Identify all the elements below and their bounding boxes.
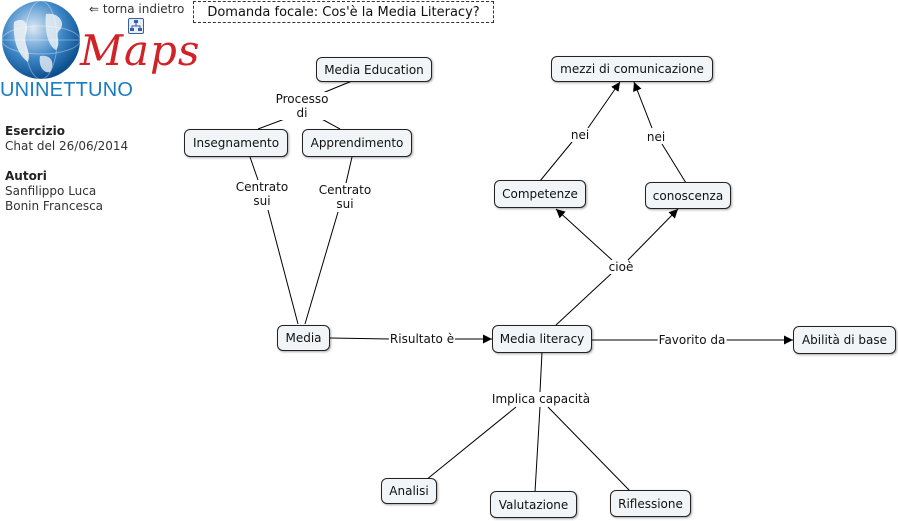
concept-conoscenza[interactable]: conoscenza xyxy=(645,182,731,209)
concept-valutazione[interactable]: Valutazione xyxy=(490,491,577,518)
concept-riflessione[interactable]: Riflessione xyxy=(610,490,691,517)
concept-apprendimento[interactable]: Apprendimento xyxy=(302,129,412,157)
concept-media[interactable]: Media xyxy=(277,325,330,351)
author-1: Sanfilippo Luca xyxy=(5,184,97,198)
logo-maps-text: Maps xyxy=(80,26,201,75)
link-processo-di: Processo di xyxy=(274,92,330,120)
link-implica-capacita: Implica capacità xyxy=(490,392,592,406)
link-nei-1: nei xyxy=(569,128,591,142)
logo-uninettuno-text: UNINETTUNO xyxy=(0,79,134,101)
concept-abilita-di-base[interactable]: Abilità di base xyxy=(793,326,896,354)
back-link[interactable]: ⇐ torna indietro xyxy=(89,2,185,16)
link-centrato-sui-1: Centrato sui xyxy=(234,180,290,208)
link-favorito-da: Favorito da xyxy=(657,333,727,347)
authors-block: Autori Sanfilippo Luca Bonin Francesca xyxy=(5,169,103,214)
globe-logo-icon xyxy=(1,0,81,80)
concept-mezzi-di-comunicazione[interactable]: mezzi di comunicazione xyxy=(551,56,713,82)
link-centrato-sui-2: Centrato sui xyxy=(317,183,373,211)
exercise-value: Chat del 26/06/2014 xyxy=(5,139,129,153)
concept-analisi[interactable]: Analisi xyxy=(381,478,437,504)
link-cioe: cioè xyxy=(607,260,635,274)
exercise-block: Esercizio Chat del 26/06/2014 xyxy=(5,124,128,154)
concept-competenze[interactable]: Competenze xyxy=(494,180,586,208)
sitemap-icon[interactable] xyxy=(128,18,144,34)
link-risultato: Risultato è xyxy=(388,332,456,346)
link-nei-2: nei xyxy=(645,130,667,144)
authors-title: Autori xyxy=(5,169,47,183)
author-2: Bonin Francesca xyxy=(5,199,104,213)
concept-media-education[interactable]: Media Education xyxy=(316,57,432,82)
focal-question: Domanda focale: Cos'è la Media Literacy? xyxy=(193,1,494,23)
concept-media-literacy[interactable]: Media literacy xyxy=(492,325,592,353)
exercise-title: Esercizio xyxy=(5,124,65,138)
concept-insegnamento[interactable]: Insegnamento xyxy=(184,129,288,157)
